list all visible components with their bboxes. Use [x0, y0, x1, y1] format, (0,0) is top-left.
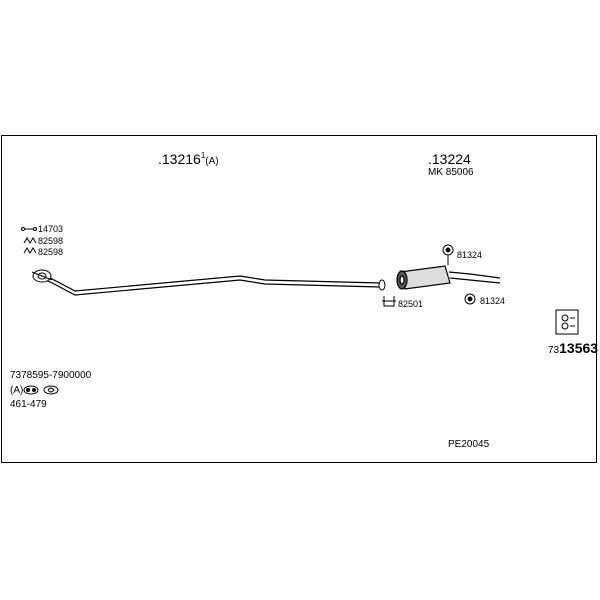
fitting-kit-icon: [555, 309, 579, 335]
front-pipe-drawing: [39, 272, 381, 296]
pipe-end-icon: [378, 279, 386, 291]
spring-label-2: 82598: [38, 247, 64, 257]
note-marker: (A): [10, 385, 24, 396]
fitting-kit-number: 13563: [559, 340, 599, 356]
clamp-label: 82501: [398, 299, 424, 309]
rubber-mount-icon: [442, 244, 454, 265]
front-pipe-ref: .132161(A): [158, 152, 219, 167]
spring-icon: [23, 237, 37, 254]
rear-silencer-ref: .13224: [428, 151, 471, 167]
gasket-icon: [21, 227, 37, 231]
fitting-kit-ref: 7313563: [548, 341, 598, 357]
car-icon: [23, 385, 39, 395]
catalyst-symbol-icon: [43, 385, 59, 395]
front-pipe-number: .13216: [158, 151, 201, 167]
front-pipe-suffix: (A): [205, 156, 219, 167]
vin-range: 7378595-7900000: [10, 370, 92, 381]
rubber-mount-label-1: 81324: [457, 250, 483, 260]
rubber-mount-label-2: 81324: [480, 296, 506, 306]
drawing-id: PE20045: [448, 439, 490, 450]
front-flange-icon: [31, 269, 53, 283]
rear-silencer-kit: MK 85006: [428, 167, 474, 178]
gasket-label: 14703: [38, 224, 64, 234]
rubber-mount-icon-2: [464, 293, 476, 305]
fitting-kit-prefix: 73: [548, 345, 560, 356]
front-pipe-superscript: 1: [200, 151, 206, 160]
diagram-frame: [1, 135, 597, 463]
silencer-icon: [396, 265, 501, 290]
range-note: 461-479: [10, 399, 47, 410]
spring-label-1: 82598: [38, 236, 64, 246]
clamp-icon: [382, 296, 396, 307]
